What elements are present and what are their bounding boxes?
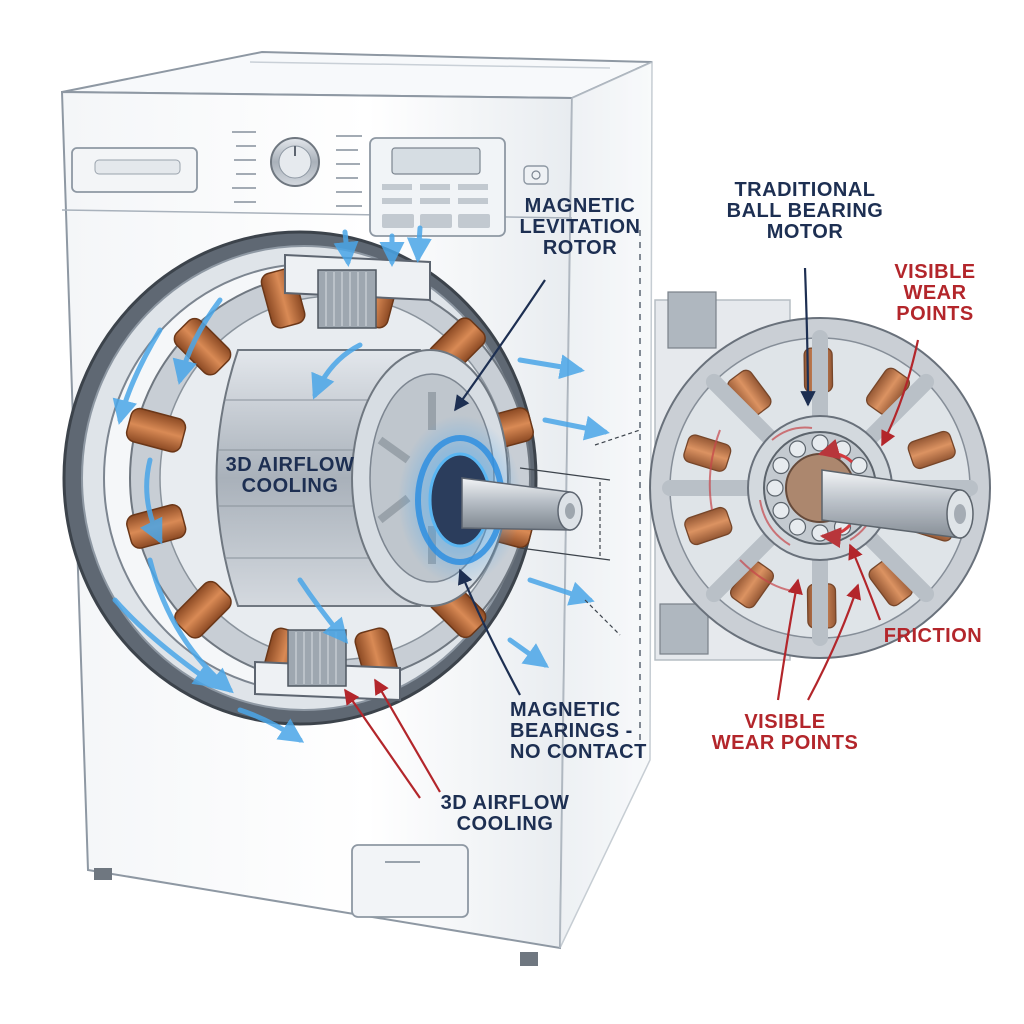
label-line: BEARINGS -: [510, 720, 633, 742]
copper-coil: [907, 430, 956, 470]
leader-friction: [848, 543, 882, 621]
housing-spoke: [861, 529, 935, 603]
label-line: VISIBLE: [744, 711, 826, 733]
leader-traditional-motor: [800, 267, 816, 407]
label-line: LEVITATION: [519, 216, 641, 238]
leader-lines: [344, 267, 920, 799]
bearing-ball: [850, 456, 868, 475]
power-button: [523, 165, 549, 185]
filter-hatch: [351, 844, 469, 918]
label-line: COOLING: [241, 475, 339, 497]
bearing-ball: [772, 456, 790, 475]
label-traditional-motor: TRADITIONAL BALL BEARING MOTOR: [720, 180, 890, 243]
label-line: POINTS: [896, 303, 974, 325]
label-line: FRICTION: [883, 625, 983, 647]
machine-side: [559, 60, 653, 949]
copper-coil: [683, 434, 732, 472]
label-line: WEAR POINTS: [711, 732, 859, 754]
label-3d-airflow-center: 3D AIRFLOW COOLING: [215, 455, 365, 497]
copper-coil: [174, 580, 232, 639]
label-line: 3D AIRFLOW: [225, 454, 355, 476]
bearing-ball: [811, 524, 829, 542]
airflow-arrows: [112, 225, 610, 743]
label-visible-wear-points-top: VISIBLE WEAR POINTS: [880, 262, 990, 325]
leader-wear-top: [881, 339, 920, 447]
label-line: NO CONTACT: [510, 741, 647, 763]
bearing-ball: [766, 479, 784, 497]
label-line: MOTOR: [766, 221, 844, 243]
magnet-block-top: [284, 253, 431, 329]
housing-spoke: [705, 529, 779, 603]
dimension-lines: [519, 429, 641, 636]
label-3d-airflow-bottom: 3D AIRFLOW COOLING: [420, 793, 590, 835]
label-magnetic-bearings: MAGNETIC BEARINGS - NO CONTACT: [510, 700, 650, 763]
leader-airflow-1: [344, 688, 421, 799]
label-line: WEAR: [903, 282, 967, 304]
leader-airflow-2: [374, 678, 441, 793]
label-visible-wear-points-bottom: VISIBLE WEAR POINTS: [705, 712, 865, 754]
label-line: VISIBLE: [894, 261, 976, 283]
bearing-ball: [811, 434, 829, 452]
lcd-screen: [391, 147, 481, 175]
leader-wear-bottom-2: [807, 583, 862, 701]
label-line: MAGNETIC: [510, 699, 621, 721]
label-friction: FRICTION: [878, 626, 988, 647]
leader-magnetic-rotor: [454, 279, 546, 412]
label-magnetic-levitation-rotor: MAGNETIC LEVITATION ROTOR: [500, 196, 660, 259]
machine-top: [61, 50, 653, 100]
maglev-motor: [112, 225, 610, 743]
copper-coil: [684, 506, 733, 546]
bearing-ball: [788, 518, 807, 536]
bearing-ball: [788, 440, 807, 458]
label-line: COOLING: [456, 813, 554, 835]
housing-spoke: [705, 373, 779, 447]
leader-wear-bottom-1: [776, 578, 803, 701]
leader-magnetic-bearings: [457, 568, 521, 696]
machine-foot: [94, 868, 112, 880]
label-line: BALL BEARING: [726, 200, 884, 222]
label-line: TRADITIONAL: [734, 179, 876, 201]
label-line: MAGNETIC: [524, 195, 636, 217]
bearing-ball: [772, 501, 790, 520]
machine-foot: [520, 952, 538, 966]
label-line: 3D AIRFLOW: [440, 792, 570, 814]
traditional-motor: [649, 291, 991, 661]
label-line: ROTOR: [542, 237, 618, 259]
